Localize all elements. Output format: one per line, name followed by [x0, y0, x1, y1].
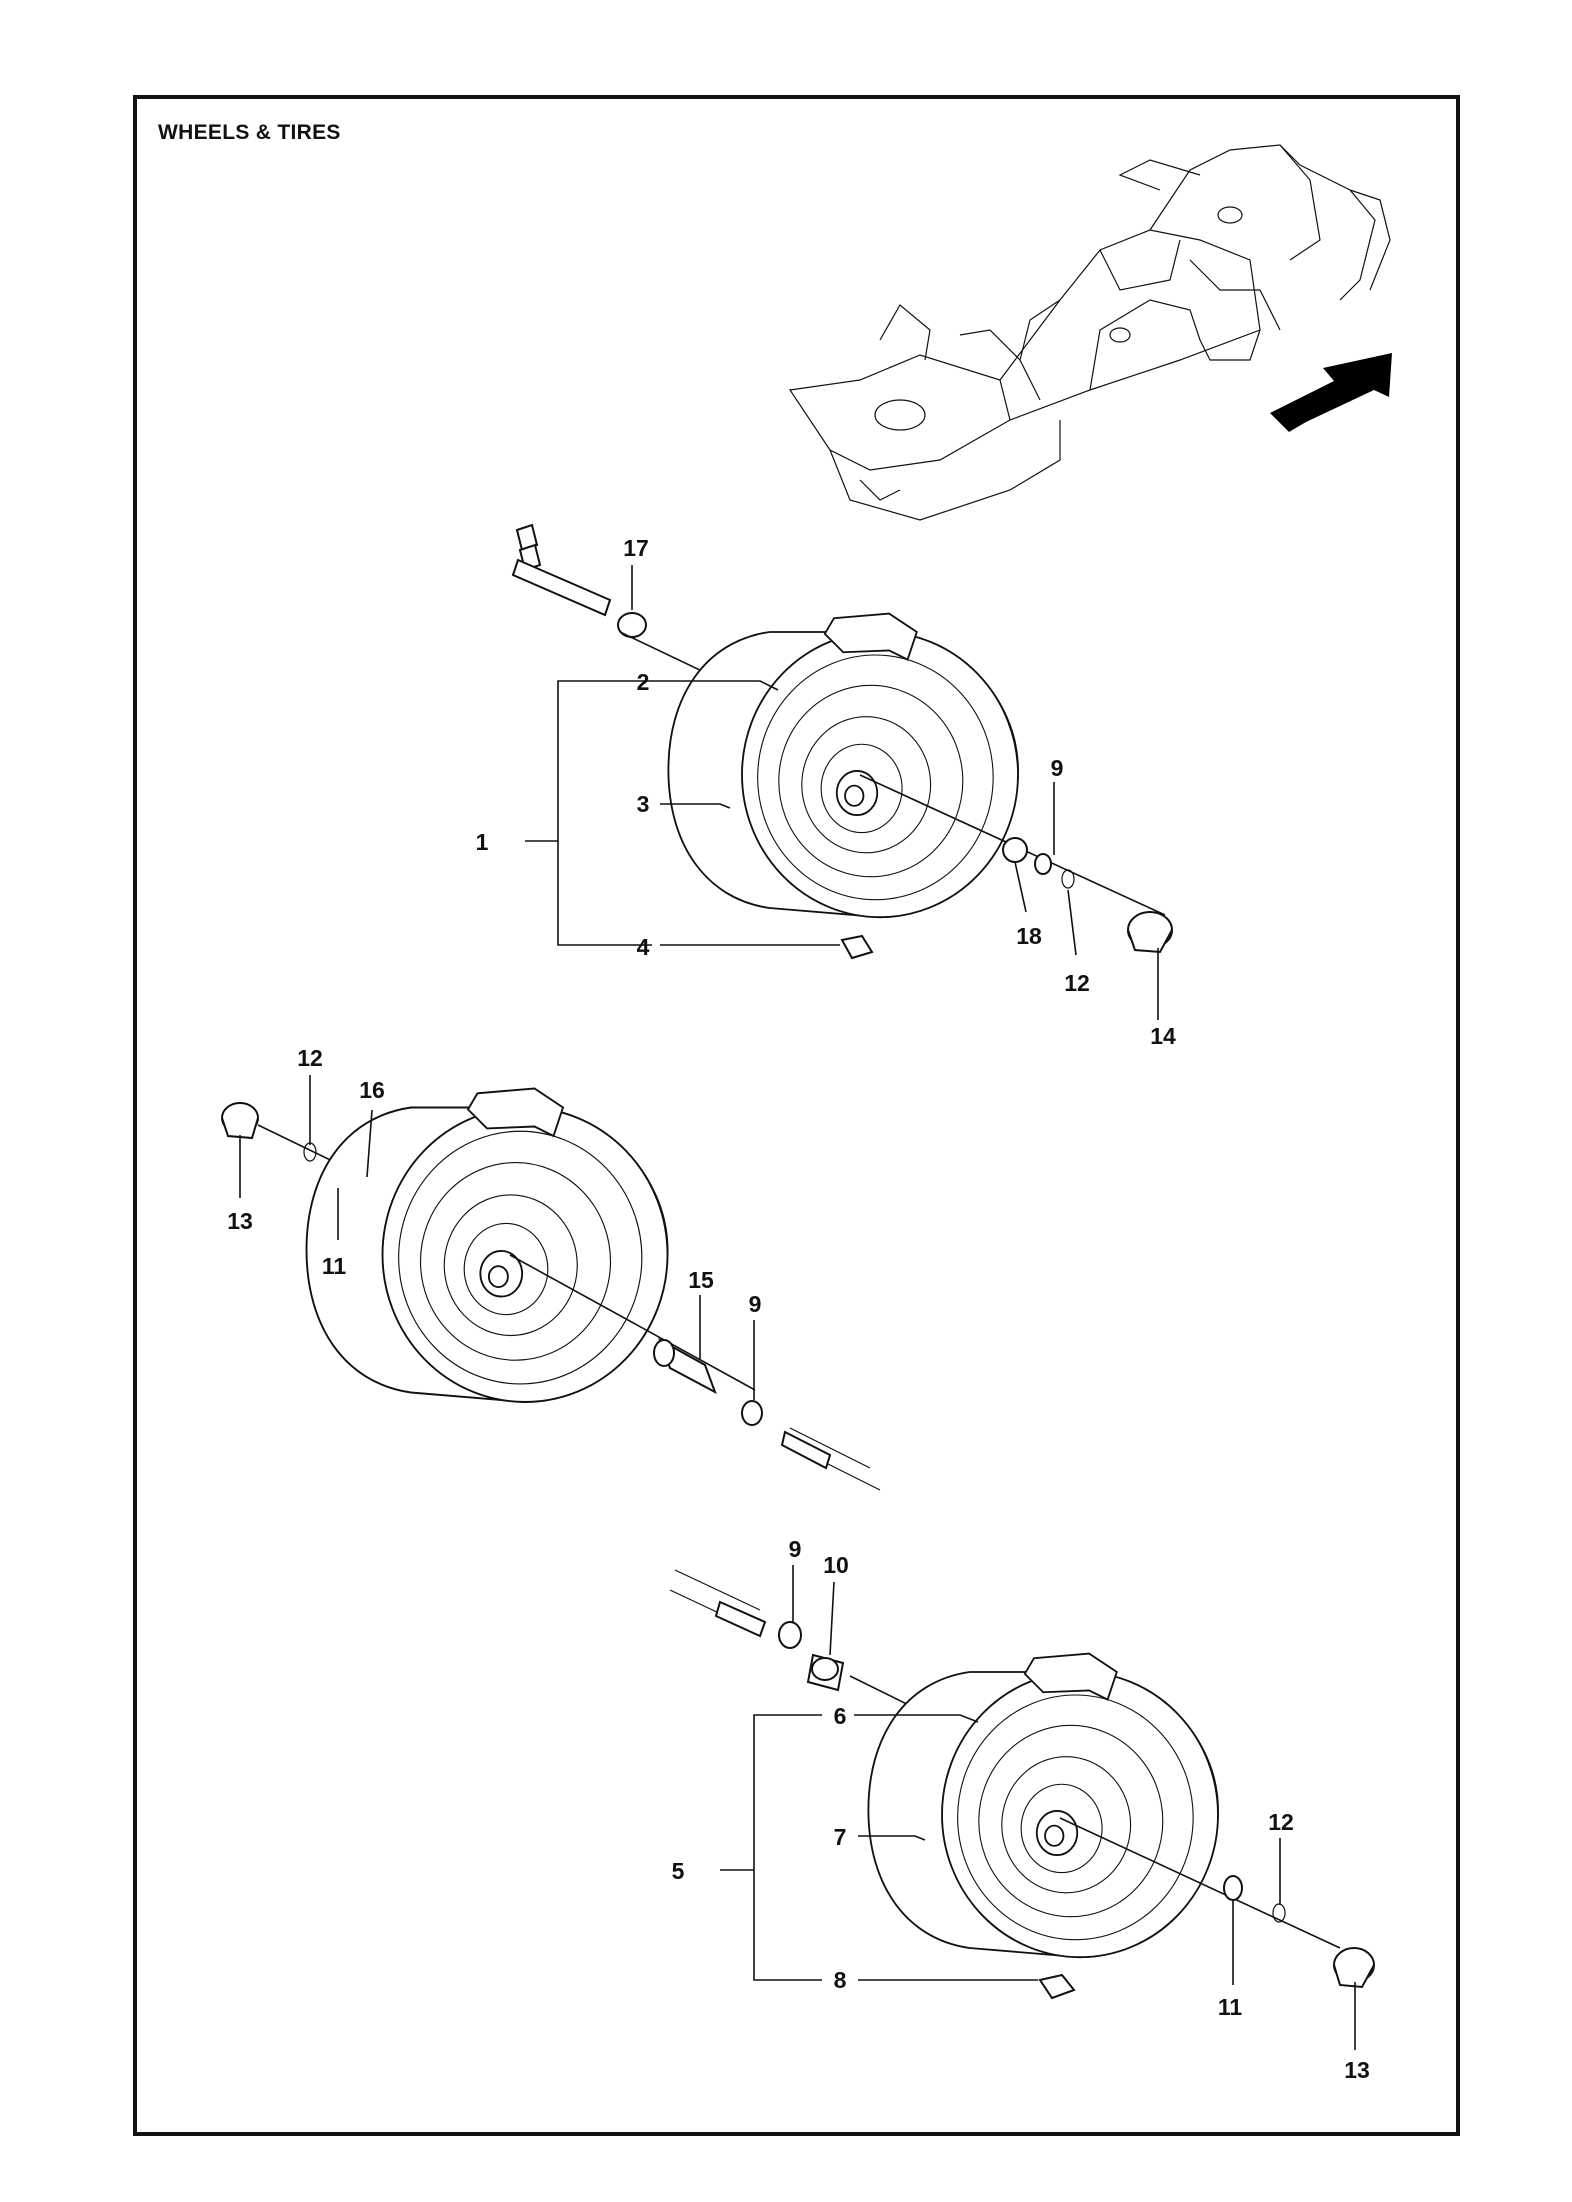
callout-6: 6 [834, 1703, 847, 1729]
callout-16: 16 [359, 1077, 385, 1103]
front-right-wheel-assembly [511, 523, 1173, 1020]
rear-right-wheel-assembly [669, 1565, 1375, 2050]
callout-11: 11 [322, 1253, 347, 1279]
callout-17: 17 [623, 535, 649, 561]
page-title: WHEELS & TIRES [158, 121, 341, 144]
callout-12: 12 [1268, 1809, 1294, 1835]
rear-right-callouts: 9 10 6 7 5 8 12 11 13 [672, 1536, 1370, 2083]
callout-14: 14 [1150, 1023, 1176, 1049]
callout-10: 10 [823, 1552, 849, 1578]
callout-7: 7 [834, 1824, 847, 1850]
callout-1: 1 [476, 829, 489, 855]
callout-8: 8 [834, 1967, 847, 1993]
tractor-frame-icon [788, 144, 1391, 521]
callout-3: 3 [637, 791, 650, 817]
direction-arrow-icon [1270, 353, 1392, 432]
callout-9: 9 [789, 1536, 802, 1562]
callout-2: 2 [637, 669, 650, 695]
callout-15: 15 [688, 1267, 714, 1293]
rear-left-callouts: 12 16 13 11 15 9 [227, 1045, 761, 1317]
callout-13: 13 [227, 1208, 253, 1234]
callout-9: 9 [1051, 755, 1064, 781]
front-right-callouts: 17 2 3 1 4 9 18 12 14 [476, 535, 1176, 1049]
callout-9: 9 [749, 1291, 762, 1317]
callout-18: 18 [1016, 923, 1042, 949]
diagram-border [133, 95, 1460, 2136]
callout-12: 12 [1064, 970, 1090, 996]
callout-12: 12 [297, 1045, 323, 1071]
callout-5: 5 [672, 1858, 685, 1884]
callout-13: 13 [1344, 2057, 1370, 2083]
rear-left-wheel-assembly [221, 1075, 881, 1491]
callout-4: 4 [637, 934, 650, 960]
callout-11: 11 [1218, 1994, 1243, 2020]
